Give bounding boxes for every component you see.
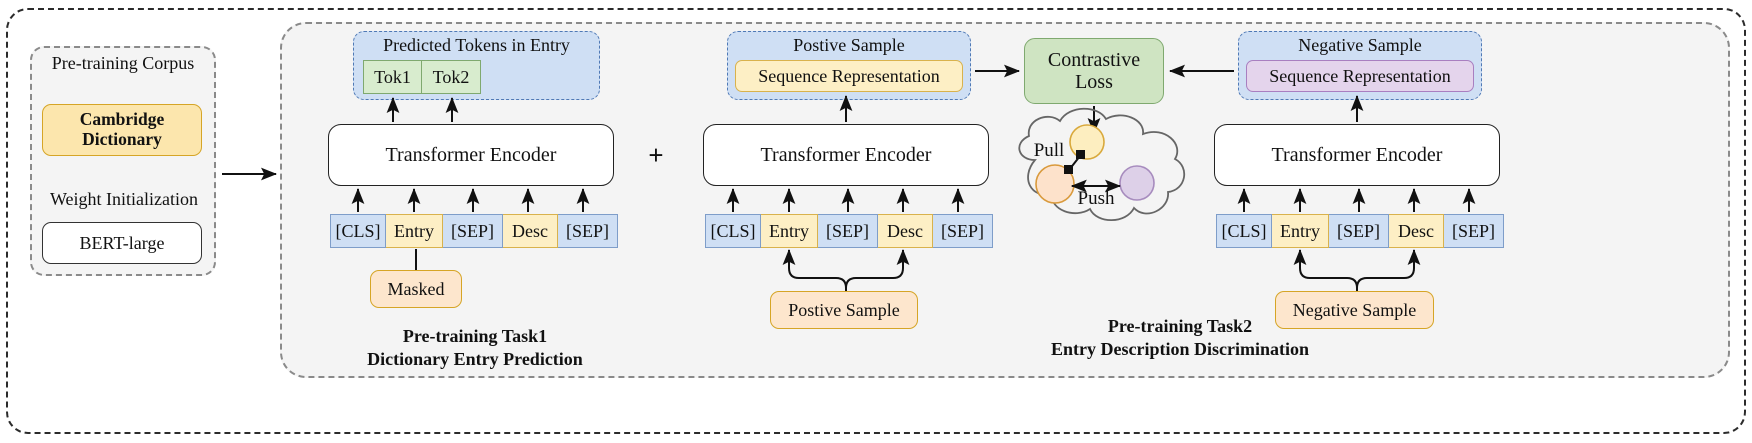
- predicted-token-2: Tok2: [422, 60, 481, 94]
- task2-neg-token-cls-1: [CLS]: [1216, 214, 1272, 248]
- task2-negative-transformer-encoder: Transformer Encoder: [1214, 124, 1500, 186]
- task2-negative-input-token-row: [CLS] Entry [SEP] Desc [SEP]: [1216, 214, 1504, 248]
- predicted-token-1: Tok1: [363, 60, 422, 94]
- contrastive-loss-line-2: Loss: [1075, 71, 1113, 93]
- contrastive-loss-box: Contrastive Loss: [1024, 38, 1164, 104]
- task2-pos-token-desc: Desc: [878, 214, 933, 248]
- task2-caption-line-1: Pre-training Task2: [1107, 316, 1253, 336]
- bert-large-box: BERT-large: [42, 222, 202, 264]
- task1-caption-line-2: Dictionary Entry Prediction: [367, 348, 583, 369]
- task2-neg-token-entry: Entry: [1272, 214, 1329, 248]
- task1-caption-line-1: Pre-training Task1: [402, 326, 548, 346]
- predicted-tokens-title: Predicted Tokens in Entry: [383, 35, 570, 55]
- negative-sample-source-tag: Negative Sample: [1275, 291, 1434, 329]
- positive-sample-source-tag: Postive Sample: [770, 291, 918, 329]
- task2-neg-token-desc: Desc: [1389, 214, 1444, 248]
- task1-token-sep-2: [SEP]: [558, 214, 618, 248]
- cambridge-line-1: Cambridge: [79, 109, 165, 130]
- pretraining-corpus-label: Pre-training Corpus: [51, 52, 195, 73]
- task2-caption: Pre-training Task2 Entry Description Dis…: [860, 315, 1500, 360]
- predicted-token-row: Tok1 Tok2: [363, 60, 481, 94]
- task1-token-cls-1: [CLS]: [330, 214, 386, 248]
- task2-positive-input-token-row: [CLS] Entry [SEP] Desc [SEP]: [705, 214, 993, 248]
- task1-caption: Pre-training Task1 Dictionary Entry Pred…: [330, 325, 620, 370]
- negative-sequence-representation: Sequence Representation: [1246, 60, 1474, 92]
- negative-sample-title: Negative Sample: [1298, 35, 1422, 55]
- task1-token-entry: Entry: [386, 214, 443, 248]
- weight-initialization-label: Weight Initialization: [49, 188, 198, 209]
- positive-sample-title: Postive Sample: [793, 35, 905, 55]
- task1-input-token-row: [CLS] Entry [SEP] Desc [SEP]: [330, 214, 618, 248]
- task2-pos-token-entry: Entry: [761, 214, 818, 248]
- task1-token-desc: Desc: [503, 214, 558, 248]
- task1-transformer-encoder: Transformer Encoder: [328, 124, 614, 186]
- task2-neg-token-sep-1: [SEP]: [1329, 214, 1389, 248]
- task1-token-sep-1: [SEP]: [443, 214, 503, 248]
- contrastive-loss-line-1: Contrastive: [1047, 49, 1141, 71]
- pull-label: Pull: [1033, 140, 1065, 161]
- task2-pos-token-sep-2: [SEP]: [933, 214, 993, 248]
- task2-caption-line-2: Entry Description Discrimination: [1051, 338, 1309, 359]
- task2-positive-transformer-encoder: Transformer Encoder: [703, 124, 989, 186]
- cambridge-line-2: Dictionary: [82, 129, 162, 149]
- plus-operator: +: [648, 139, 664, 170]
- masked-tag: Masked: [370, 270, 462, 308]
- cambridge-dictionary-box: Cambridge Dictionary: [42, 104, 202, 156]
- positive-sequence-representation: Sequence Representation: [735, 60, 963, 92]
- task2-pos-token-sep-1: [SEP]: [818, 214, 878, 248]
- task2-neg-token-sep-2: [SEP]: [1444, 214, 1504, 248]
- task2-pos-token-cls-1: [CLS]: [705, 214, 761, 248]
- push-label: Push: [1077, 188, 1115, 209]
